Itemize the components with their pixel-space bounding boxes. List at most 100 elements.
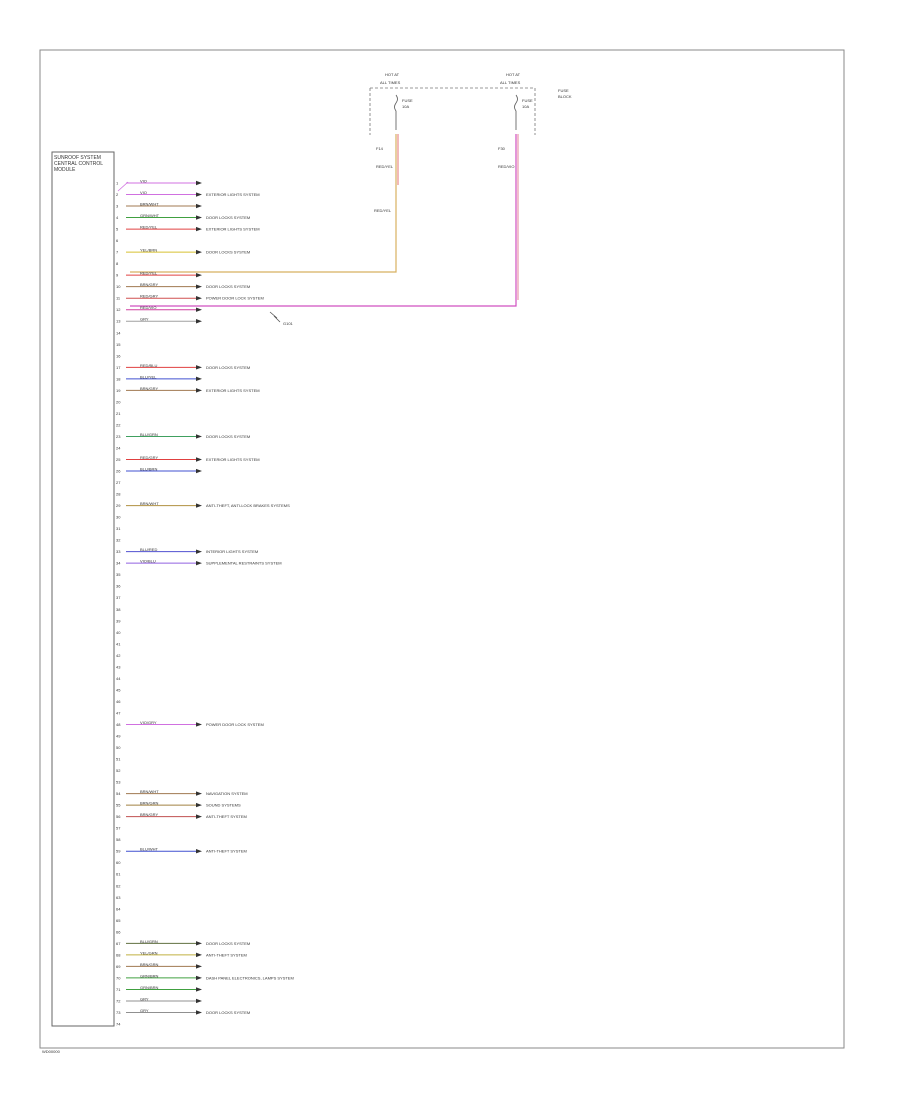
connector-row: 15	[116, 342, 121, 347]
pin-number: 4	[116, 215, 119, 220]
connector-row: 44	[116, 676, 121, 681]
connector-row: 30	[116, 515, 121, 520]
connector-arrow-icon	[196, 319, 202, 324]
pin-number: 60	[116, 860, 121, 865]
connector-arrow-icon	[196, 998, 202, 1004]
pin-number: 17	[116, 365, 121, 370]
connector-arrow-icon	[196, 814, 202, 819]
connector-arrow-icon	[196, 215, 202, 220]
wire-color-label: BRN/GRY	[140, 386, 158, 391]
wire-color-label: VIO	[140, 190, 147, 195]
pin-number: 63	[116, 895, 121, 900]
connector-arrow-icon	[196, 203, 202, 209]
connector-arrow-icon	[196, 964, 202, 969]
fuse-1-label: FUSE	[402, 98, 413, 103]
pin-number: 29	[116, 503, 121, 508]
connector-arrow-icon	[196, 180, 202, 186]
wire-color-label: BLU/WHT	[140, 847, 159, 852]
connector-arrow-icon	[196, 365, 202, 370]
connector-row: 64	[116, 906, 121, 911]
destination-label: POWER DOOR LOCK SYSTEM	[206, 296, 264, 301]
wire-color-label: YEL/BRN	[140, 248, 157, 253]
pin-number: 55	[116, 803, 121, 808]
wire-color-label: GRY	[140, 996, 149, 1001]
pin-number: 25	[116, 457, 121, 462]
pin-number: 13	[116, 319, 121, 324]
connector-arrow-icon	[196, 249, 202, 255]
connector-row: 35	[116, 572, 121, 577]
pin-number: 72	[116, 998, 121, 1003]
connector-row: 43	[116, 664, 121, 669]
connector-arrow-icon	[196, 468, 202, 474]
destination-label: POWER DOOR LOCK SYSTEM	[206, 722, 264, 727]
pin-number: 40	[116, 630, 121, 635]
destination-label: NAVIGATION SYSTEM	[206, 791, 248, 796]
wire-color-label: RED/YEL	[140, 225, 158, 230]
ground-label: G101	[283, 321, 294, 326]
fuse-2-feed-wire	[130, 134, 517, 307]
pin-number: 19	[116, 388, 121, 393]
destination-label: DASH PANEL ELECTRONICS, LAMPS SYSTEM	[206, 975, 294, 980]
fuse-2-rating: 10A	[522, 104, 529, 109]
connector-row: 65	[116, 918, 121, 923]
connector-row: 40	[116, 630, 121, 635]
pin-number: 34	[116, 561, 121, 566]
pin-number: 27	[116, 480, 121, 485]
connector-arrow-icon	[196, 549, 202, 554]
wire-color-label: BLU/GRN	[140, 939, 158, 944]
pin-number: 45	[116, 687, 121, 692]
pin-number: 59	[116, 849, 121, 854]
fuse-1-symbol	[394, 94, 398, 130]
fuse-1-wire-color: RED/YEL	[376, 164, 394, 169]
fuse-1: HOT AT ALL TIMES FUSE 10A F14 RED/YEL RE…	[374, 72, 413, 213]
destination-label: EXTERIOR LIGHTS SYSTEM	[206, 192, 260, 197]
wire-color-label: GRN/WHT	[140, 213, 160, 218]
control-module-title: SUNROOF SYSTEM CENTRAL CONTROL MODULE	[54, 155, 103, 173]
pin-number: 61	[116, 872, 121, 877]
connector-row: 20	[116, 399, 121, 404]
connector-arrow-icon	[196, 307, 202, 312]
connector-row: 32	[116, 538, 121, 543]
connector-arrow-icon	[196, 987, 202, 992]
pin-number: 20	[116, 399, 121, 404]
pin-number: 64	[116, 906, 121, 911]
pin-number: 23	[116, 434, 121, 439]
connector-arrow-icon	[196, 434, 202, 439]
connector-row: 52	[116, 768, 121, 773]
pin-number: 43	[116, 664, 121, 669]
connector-row: 53	[116, 780, 121, 785]
wire-color-label: GRN/BRN	[140, 985, 159, 990]
pin-number: 65	[116, 918, 121, 923]
page-code: WD00000	[42, 1049, 61, 1054]
pin-number: 49	[116, 733, 121, 738]
connector-arrow-icon	[196, 192, 202, 197]
connector-arrow-icon	[196, 457, 202, 462]
module-title-line-3: MODULE	[54, 167, 76, 173]
destination-label: EXTERIOR LIGHTS SYSTEM	[206, 227, 260, 232]
wire-color-label: RED/BLU	[140, 363, 157, 368]
destination-label: DOOR LOCKS SYSTEM	[206, 434, 250, 439]
connector-row: 14	[116, 330, 121, 335]
fuse-block-outline	[369, 87, 536, 135]
wire-color-label: BRN/WHT	[140, 501, 159, 506]
fuse-2-wire-id: F30	[498, 146, 506, 151]
destination-label: ANTI-THEFT SYSTEM	[206, 952, 247, 957]
connector-row: 22	[116, 422, 121, 427]
destination-label: EXTERIOR LIGHTS SYSTEM	[206, 457, 260, 462]
